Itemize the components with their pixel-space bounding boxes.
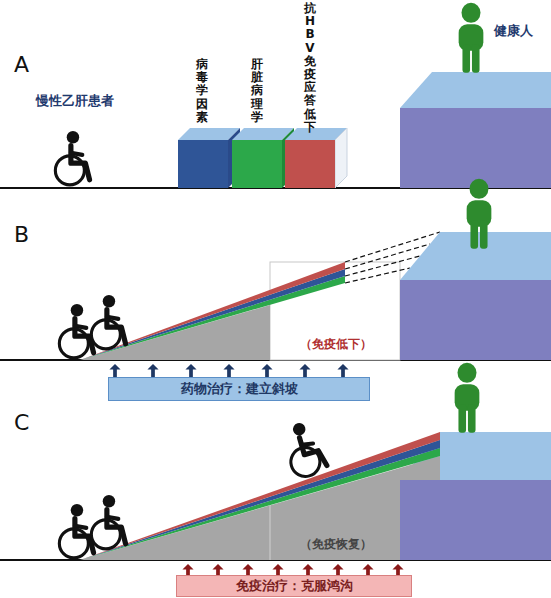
panel-letter: C — [14, 410, 29, 435]
healthy-label: 健康人 — [494, 22, 533, 40]
panel-letter: B — [14, 222, 29, 247]
immune-note: （免疫低下） — [300, 336, 372, 353]
factor-label: 抗 HBV 免疫应答低下 — [304, 2, 316, 134]
factor-label: 病毒学因素 — [196, 58, 208, 124]
therapy-box: 免疫治疗：克服鸿沟 — [176, 575, 412, 597]
immune-note: （免疫恢复） — [300, 536, 372, 553]
factor-label: 肝脏病理学 — [251, 58, 263, 124]
therapy-box: 药物治疗：建立斜坡 — [108, 377, 370, 401]
therapy-text: 免疫治疗：克服鸿沟 — [236, 577, 353, 595]
panel-letter: A — [14, 52, 29, 77]
patient-label: 慢性乙肝患者 — [36, 92, 114, 110]
therapy-text: 药物治疗：建立斜坡 — [181, 380, 298, 398]
